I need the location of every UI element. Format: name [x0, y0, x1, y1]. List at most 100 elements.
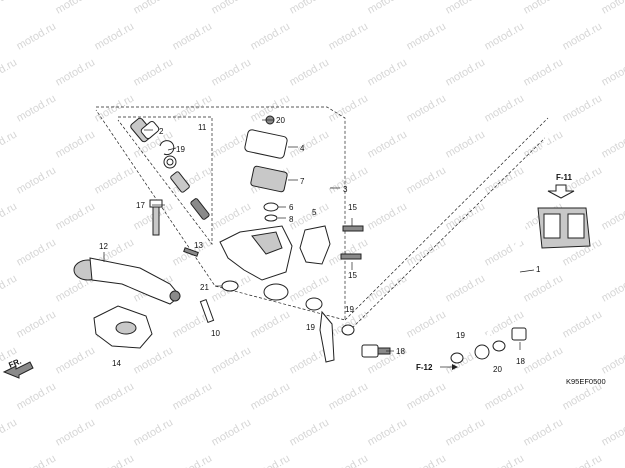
watermark-text: motod.ru	[405, 164, 449, 196]
watermark-text: motod.ru	[327, 20, 371, 52]
watermark-text: motod.ru	[93, 92, 137, 124]
watermark-text: motod.ru	[54, 344, 98, 376]
watermark-text: motod.ru	[171, 92, 215, 124]
watermark-text: motod.ru	[54, 56, 98, 88]
watermark-text: motod.ru	[171, 380, 215, 412]
watermark-text: motod.ru	[405, 92, 449, 124]
callout-18-right: 18	[516, 357, 525, 366]
callout-19-d: 20	[493, 365, 502, 374]
callout-17: 17	[136, 201, 145, 210]
brake-hose	[450, 132, 550, 364]
watermark-text: motod.ru	[210, 344, 254, 376]
watermark-text: motod.ru	[288, 56, 332, 88]
watermark-text: motod.ru	[15, 380, 59, 412]
watermark-text: motod.ru	[522, 56, 566, 88]
watermark-text: motod.ru	[288, 416, 332, 448]
watermark-text: motod.ru	[132, 344, 176, 376]
callout-12: 12	[99, 242, 108, 251]
watermark-text: motod.ru	[0, 416, 19, 448]
watermark-text: motod.ru	[444, 0, 488, 17]
watermark-text: motod.ru	[15, 308, 59, 340]
watermark-text: motod.ru	[444, 272, 488, 304]
callout-15-lower: 15	[348, 271, 357, 280]
watermark-text: motod.ru	[483, 380, 527, 412]
watermark-text: motod.ru	[444, 416, 488, 448]
watermark-text: motod.ru	[561, 452, 605, 468]
watermark-text: motod.ru	[210, 200, 254, 232]
watermark-text: motod.ru	[171, 452, 215, 468]
callout-14: 14	[112, 359, 121, 368]
callout-1: 1	[536, 265, 541, 274]
watermark-text: motod.ru	[366, 0, 410, 17]
watermark-text: motod.ru	[600, 416, 625, 448]
watermark-text: motod.ru	[54, 416, 98, 448]
watermark-text: motod.ru	[327, 164, 371, 196]
watermark-text: motod.ru	[561, 20, 605, 52]
watermark-text: motod.ru	[210, 0, 254, 17]
watermark-text: motod.ru	[561, 92, 605, 124]
watermark-text: motod.ru	[15, 236, 59, 268]
watermark-text: motod.ru	[0, 200, 19, 232]
watermark-text: motod.ru	[249, 20, 293, 52]
brake-lever	[73, 257, 181, 305]
watermark-text: motod.ru	[405, 380, 449, 412]
watermark-text: motod.ru	[444, 200, 488, 232]
callout-6: 6	[289, 203, 294, 212]
callout-3: 3	[343, 185, 348, 194]
ref-f12: F-12	[416, 363, 433, 372]
callout-21: 20	[276, 116, 285, 125]
watermark-text: motod.ru	[366, 416, 410, 448]
ref-f11: F-11	[556, 173, 573, 182]
callout-15-upper: 15	[348, 203, 357, 212]
callout-19-a: 19	[306, 323, 315, 332]
f12-arrow	[440, 364, 458, 370]
hose-clamp-detail	[537, 184, 591, 249]
diagram-code: K95EF0500	[566, 377, 606, 386]
watermark-text: motod.ru	[93, 452, 137, 468]
front-direction-label: FR.	[7, 357, 22, 370]
watermark-text: motod.ru	[444, 128, 488, 160]
watermark-text: motod.ru	[483, 452, 527, 468]
watermark-text: motod.ru	[522, 0, 566, 17]
watermark-text: motod.ru	[15, 20, 59, 52]
watermark-text: motod.ru	[210, 416, 254, 448]
brake-hose-joint-left	[305, 297, 391, 363]
holder-bolts	[340, 225, 364, 260]
callout-5: 5	[312, 208, 317, 217]
watermark-text: motod.ru	[288, 0, 332, 17]
watermark-text: motod.ru	[93, 164, 137, 196]
front-direction-indicator	[2, 361, 34, 379]
watermark-text: motod.ru	[483, 164, 527, 196]
watermark-text: motod.ru	[210, 56, 254, 88]
callout-11: 11	[198, 123, 207, 132]
watermark-text: motod.ru	[600, 128, 625, 160]
watermark-text: motod.ru	[288, 128, 332, 160]
watermark-text: motod.ru	[327, 92, 371, 124]
leader-lines	[103, 119, 535, 352]
watermark-text: motod.ru	[600, 0, 625, 17]
callout-22: 21	[200, 283, 209, 292]
master-cylinder-body	[219, 225, 293, 301]
watermark-text: motod.ru	[15, 92, 59, 124]
watermark-text: motod.ru	[54, 0, 98, 17]
watermark-text: motod.ru	[327, 380, 371, 412]
watermark-text: motod.ru	[483, 92, 527, 124]
watermark-text: motod.ru	[405, 20, 449, 52]
assembly-outline	[95, 106, 549, 336]
watermark-text: motod.ru	[0, 128, 19, 160]
callout-18-left: 18	[396, 347, 405, 356]
callout-19-c: 19	[456, 331, 465, 340]
watermark-text: motod.ru	[0, 272, 19, 304]
watermark-text: motod.ru	[249, 380, 293, 412]
watermark-text: motod.ru	[522, 344, 566, 376]
watermark-text: motod.ru	[522, 416, 566, 448]
callout-4: 4	[300, 144, 305, 153]
watermark-text: motod.ru	[600, 200, 625, 232]
watermark-text: motod.ru	[0, 0, 19, 17]
watermark-text: motod.ru	[93, 380, 137, 412]
watermark-text: motod.ru	[522, 272, 566, 304]
master-cylinder-holder	[299, 225, 331, 265]
watermark-text: motod.ru	[366, 200, 410, 232]
watermark-text: motod.ru	[600, 344, 625, 376]
